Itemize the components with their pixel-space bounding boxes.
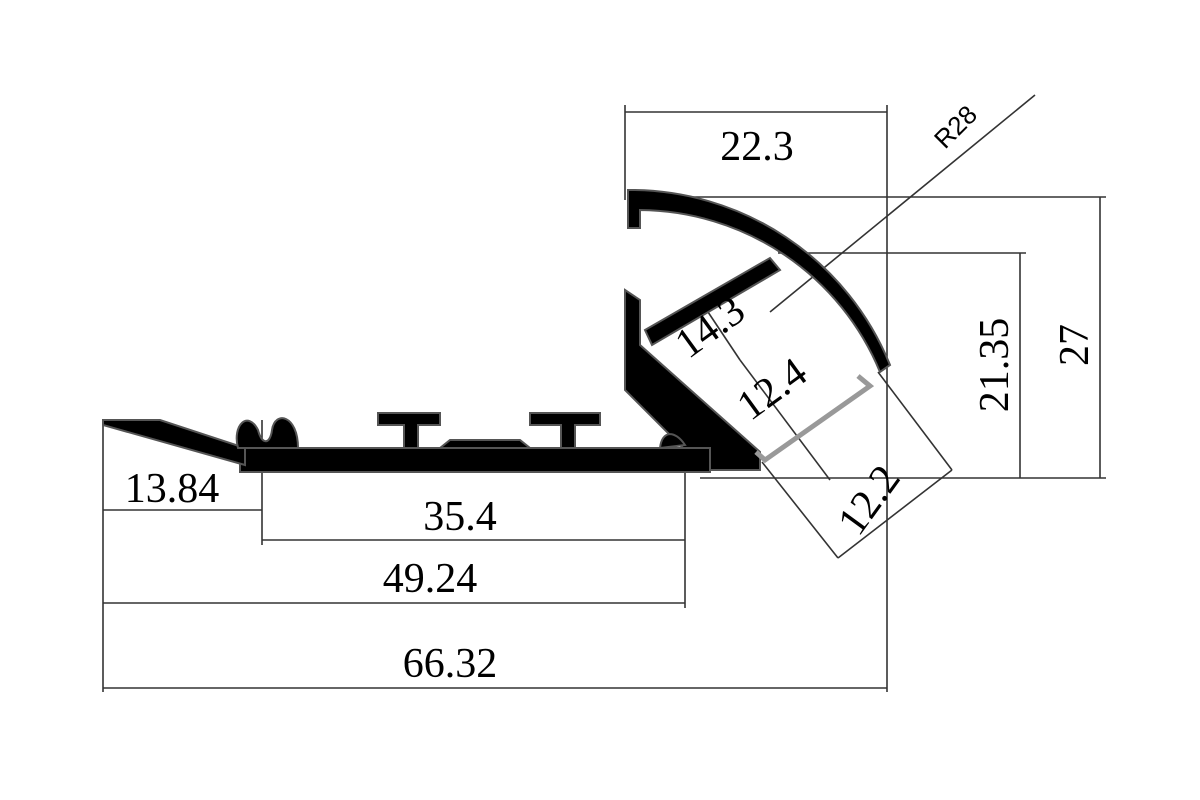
base-bar xyxy=(239,447,711,473)
profile-shape xyxy=(102,188,892,473)
dim-wing-width: 13.84 xyxy=(125,466,220,512)
side-wall xyxy=(624,288,761,471)
left-wing xyxy=(102,419,246,467)
dim-depth: 12.2 xyxy=(829,457,909,544)
dim-inner-height: 21.35 xyxy=(972,318,1018,413)
led-strip xyxy=(754,374,875,464)
dim-radius: R28 xyxy=(928,99,983,154)
hook xyxy=(235,417,300,449)
dim-top-width: 22.3 xyxy=(720,124,794,170)
t-fin xyxy=(377,412,441,449)
dimension-lines xyxy=(102,94,1106,692)
dim-total-height: 27 xyxy=(1052,324,1098,366)
dim-inner-width-top: 14.3 xyxy=(667,287,754,367)
t-fin xyxy=(529,412,601,449)
base-ridge xyxy=(437,439,533,449)
arc-cover xyxy=(627,188,892,374)
dim-overall-width: 66.32 xyxy=(403,641,498,687)
dim-base-total: 49.24 xyxy=(383,556,478,602)
corner-bump xyxy=(658,433,687,450)
dim-inner-width-bottom: 12.4 xyxy=(729,349,816,429)
dim-base-width: 35.4 xyxy=(423,494,497,540)
inner-rib xyxy=(643,256,782,347)
